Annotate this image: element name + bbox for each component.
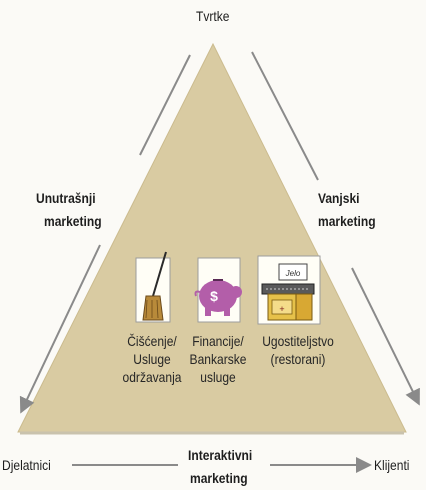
label-external-marketing-line2: marketing xyxy=(318,213,376,229)
label-interactive-marketing-line2: marketing xyxy=(190,470,248,486)
service-finance-line1: Financije/ xyxy=(192,333,244,349)
broom-icon xyxy=(135,251,171,323)
label-clients: Klijenti xyxy=(374,457,410,473)
service-cleaning-line2: Usluge xyxy=(133,351,171,367)
right-arrow-top xyxy=(251,51,319,181)
service-restaurant-line2: (restorani) xyxy=(270,351,326,367)
service-cleaning-line3: održavanja xyxy=(122,369,182,385)
dollar-symbol: $ xyxy=(210,288,218,304)
piggy-bank-icon: $ xyxy=(194,257,242,323)
service-finance-line3: usluge xyxy=(200,369,236,385)
label-internal-marketing-line1: Unutrašnji xyxy=(36,190,96,206)
service-caption-finance: Financije/ Bankarske usluge xyxy=(178,332,258,386)
service-finance-line2: Bankarske xyxy=(189,351,247,367)
label-employees: Djelatnici xyxy=(2,457,51,473)
service-caption-cleaning: Čišćenje/ Usluge održavanja xyxy=(112,332,192,386)
label-interactive-marketing-line1: Interaktivni xyxy=(188,447,253,463)
right-arrow-bottom xyxy=(351,267,420,406)
service-caption-restaurant: Ugostiteljstvo (restorani) xyxy=(248,332,348,368)
restaurant-icon: Jelo + xyxy=(257,255,321,325)
left-arrow-top xyxy=(139,54,191,156)
svg-text:+: + xyxy=(279,304,284,314)
label-internal-marketing-line2: marketing xyxy=(44,213,102,229)
label-external-marketing-line1: Vanjski xyxy=(318,190,360,206)
service-cleaning-line1: Čišćenje/ xyxy=(127,333,177,349)
left-arrow-bottom xyxy=(19,244,101,414)
label-top-companies: Tvrtke xyxy=(196,8,230,24)
menu-card-text: Jelo xyxy=(285,269,301,278)
service-restaurant-line1: Ugostiteljstvo xyxy=(262,333,334,349)
